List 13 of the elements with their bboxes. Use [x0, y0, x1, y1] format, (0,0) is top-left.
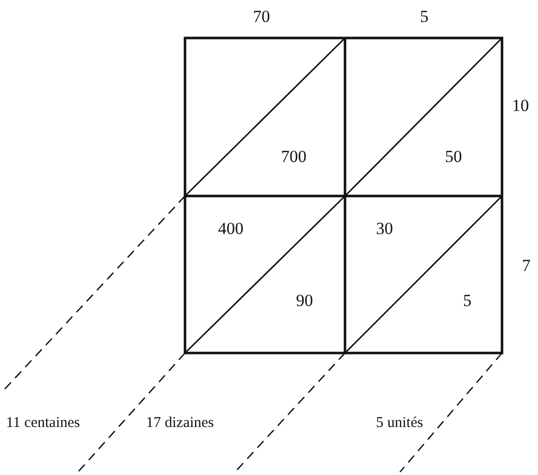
- multiplier-digit: 7: [522, 257, 530, 275]
- multiplicand-digit: 70: [253, 8, 270, 26]
- partial-product: 50: [445, 148, 462, 166]
- partial-product: 90: [296, 292, 313, 310]
- partial-product: 30: [376, 220, 393, 238]
- multiplicand-digit: 5: [420, 8, 428, 26]
- place-value-total: 11 centaines: [6, 414, 80, 432]
- partial-product: 400: [218, 220, 244, 238]
- partial-product: 5: [463, 292, 472, 310]
- partial-product: 700: [281, 148, 306, 166]
- place-value-total: 5 unités: [376, 414, 424, 432]
- multiplier-digit: 10: [512, 97, 529, 115]
- place-value-total: 17 dizaines: [146, 414, 214, 432]
